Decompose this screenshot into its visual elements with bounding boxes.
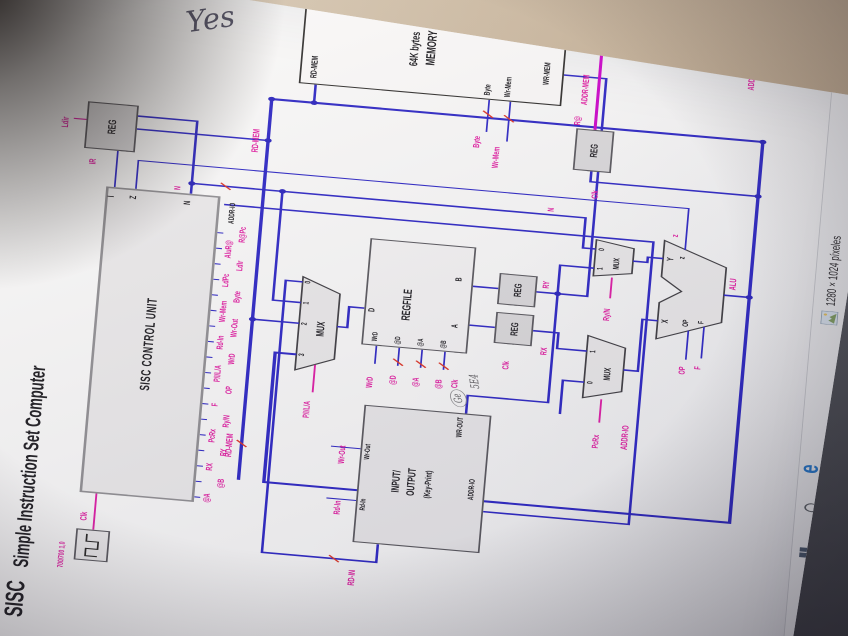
title-acronym: SISC: [0, 579, 31, 618]
io-line3: (Key-Print): [421, 470, 435, 499]
cu-out-label: WrD: [226, 353, 238, 366]
op-wire-label: OP: [676, 366, 688, 375]
mem-wr-mem-ctl-pin: Wr-Mem: [503, 76, 515, 98]
ad-wire-label: @D: [387, 375, 399, 386]
ry-bus-label: RY: [541, 280, 552, 289]
ab-wire-label: @B: [433, 379, 445, 390]
regfile-clk-label: Clk: [449, 379, 461, 389]
image-thumbnail-icon: [820, 310, 839, 326]
regs-clk-label: Clk: [500, 360, 512, 371]
square-wave-icon: [84, 533, 100, 558]
io-wr-out-pin: Wr-Out: [362, 443, 373, 461]
mem-rd-mem-pin: RD-MEM: [308, 55, 321, 79]
io-line2: OUTPUT: [403, 467, 419, 497]
alu-y-pin: Y: [665, 256, 676, 262]
wr-mem-wire-label: Wr-Mem: [490, 146, 503, 169]
cu-out-label: @B: [215, 478, 227, 489]
pcrx-select-label: PcRx: [590, 434, 602, 449]
cu-out-label: RX: [204, 462, 216, 472]
regfile-aa-pin: @A: [415, 338, 425, 347]
alu-x-pin: X: [660, 319, 671, 324]
io-addr-io-pin: ADDR-IO: [466, 478, 478, 501]
cu-input-n: N: [182, 200, 193, 206]
muxx-label: MUX: [602, 367, 614, 381]
cu-out-label: R@Pc: [237, 226, 249, 244]
image-dimensions-text: 1280 × 1024 píxeles: [823, 235, 845, 307]
cu-out-label: F: [209, 402, 221, 407]
io-rd-in-pin: Rd-In: [357, 498, 368, 511]
clock-frequency-label: 700/700 1,0: [55, 541, 68, 568]
rd-in-wire-label: Rd-In: [331, 500, 344, 515]
byte-wire-label: Byte: [471, 135, 483, 149]
io-line1: INPUT/: [388, 469, 404, 493]
regfile-d-pin: D: [366, 307, 378, 313]
rd-in-bus-label: RD-IN: [346, 569, 358, 587]
wr-out-wire-label: Wr-Out: [336, 444, 349, 465]
alu-op-pin: OP: [681, 319, 691, 328]
handwritten-note: 5E4: [467, 374, 483, 389]
cu-addr-io-pin: ADDR-IO: [226, 202, 238, 225]
reg-a: REG: [493, 311, 535, 347]
f-wire-label: F: [692, 365, 704, 371]
mem-byte-pin: Byte: [482, 83, 494, 96]
addr-register: REG: [572, 128, 615, 174]
aa-wire-label: @A: [410, 377, 422, 388]
handwritten-wall-note: Yes: [183, 0, 237, 40]
reg-b: REG: [496, 272, 538, 308]
ldir-label: Ldir: [60, 116, 72, 128]
muxy-label: MUX: [611, 257, 623, 271]
alu-label: ALU: [727, 278, 739, 291]
regfile-ad-pin: @D: [392, 336, 402, 345]
cu-out-label: PcRx: [206, 428, 219, 444]
rx-bus-label: RX: [538, 347, 550, 356]
cu-input-z: Z: [128, 195, 139, 200]
cu-out-label: @A: [201, 492, 213, 503]
regfile-label: REGFILE: [398, 288, 415, 322]
muxy-in1: 1: [595, 266, 606, 271]
cu-out-label: Wr-Out: [228, 318, 241, 338]
muxd-in1: 1: [301, 301, 312, 305]
muxx-in1: 1: [588, 349, 598, 354]
muxd-in2: 2: [299, 321, 310, 326]
wrd-wire-label: WrD: [364, 376, 376, 389]
regfile-b-pin: B: [453, 277, 465, 282]
cu-out-label: LdIr: [234, 260, 246, 272]
clk-label: Clk: [78, 511, 90, 522]
cu-out-label: OP: [223, 385, 235, 395]
n-cu-wire-label: N: [172, 185, 184, 191]
muxx-in0: 0: [585, 380, 596, 385]
mem-addr-mem-pin: ADDR-MEM: [545, 21, 556, 49]
alu-f-pin: F: [696, 320, 707, 325]
r-at-label: R@: [572, 115, 584, 126]
mem-size: 64K bytes: [406, 31, 423, 67]
muxd-in0: 0: [303, 280, 313, 285]
regfile-ab-pin: @B: [438, 340, 448, 349]
n-immediate-label: N: [546, 207, 557, 213]
cu-out-label: AluR@: [222, 239, 235, 259]
cu-out-label: Byte: [231, 290, 243, 304]
mem-name: MEMORY: [423, 30, 441, 67]
cu-out-label: Rd-In: [214, 335, 227, 350]
regfile-wrd-pin: WrD: [370, 331, 380, 342]
cu-out-label: Ry/N: [220, 414, 233, 428]
addr-reg-clk-label: Clk: [589, 189, 601, 200]
cu-out-label: Wr-Mem: [217, 300, 230, 323]
muxd-in3: 3: [297, 353, 307, 357]
pila-select-label: P/I/L/A: [301, 400, 313, 419]
cu-out-label: P/I/L/A: [212, 364, 224, 383]
io-wr-out-port: WR-OUT: [454, 416, 466, 438]
ryn-select-label: Ry/N: [601, 308, 613, 322]
muxy-in0: 0: [597, 247, 607, 252]
muxd-label: MUX: [313, 321, 328, 338]
ir-register: REG: [84, 101, 139, 153]
regfile-a-pin: A: [449, 323, 461, 329]
cu-out-label: LdPc: [220, 273, 232, 288]
clock-generator: [73, 528, 111, 563]
ir-label: IR: [87, 158, 99, 165]
